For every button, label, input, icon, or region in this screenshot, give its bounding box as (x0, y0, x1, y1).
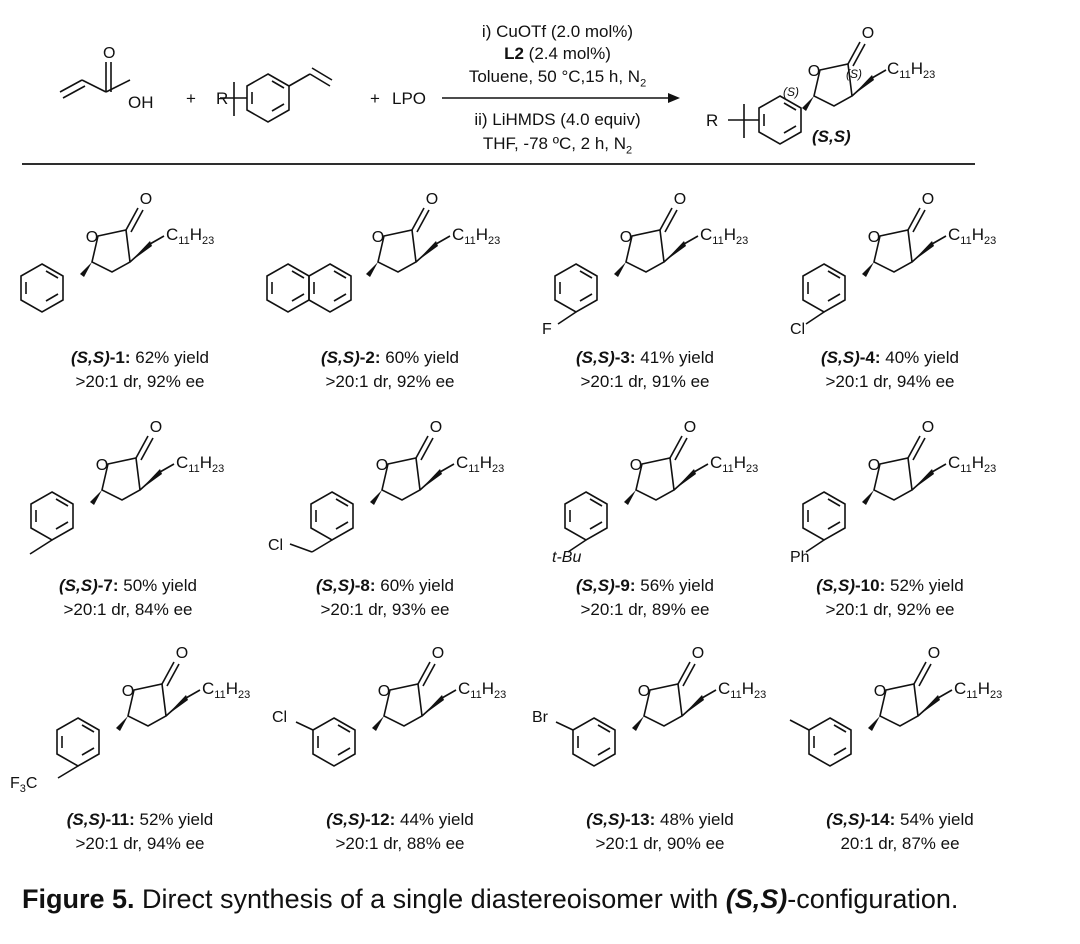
svg-text:O: O (684, 419, 696, 436)
svg-text:O: O (122, 683, 134, 700)
svg-text:O: O (808, 63, 820, 80)
svg-text:O: O (928, 645, 940, 662)
condition-step2-solvent: THF, -78 ºC, 2 h, N2 (482, 134, 633, 157)
product-structure-12: O O C11H23 (789, 645, 1002, 767)
styrene-r-label: R (216, 89, 228, 108)
product-structure-1: O O C11H23 (20, 191, 214, 313)
svg-text:O: O (922, 191, 934, 208)
compound-label-11: (S,S)-11: 52% yield >20:1 dr, 94% ee (66, 810, 214, 853)
svg-text:O: O (376, 457, 388, 474)
svg-text:C11H23: C11H23 (456, 453, 504, 475)
svg-text:C11H23: C11H23 (176, 453, 224, 475)
svg-text:O: O (430, 419, 442, 436)
svg-text:O: O (868, 229, 880, 246)
svg-text:O: O (372, 229, 384, 246)
caption-config: (S,S) (725, 884, 788, 914)
svg-text:C11H23: C11H23 (452, 225, 500, 247)
product-structure-2: O O C11H23 (266, 191, 500, 313)
compound-label-1: (S,S)-1: 62% yield >20:1 dr, 92% ee (71, 348, 209, 391)
compound-label-14: (S,S)-14: 54% yield 20:1 dr, 87% ee (826, 810, 974, 853)
svg-text:C11H23: C11H23 (948, 225, 996, 247)
condition-step1-solvent: Toluene, 50 °C,15 h, N2 (468, 67, 647, 90)
scheme-product-structure: O O (728, 25, 887, 145)
svg-text:F3C: F3C (10, 775, 37, 795)
svg-text:O: O (96, 457, 108, 474)
svg-text:Cl: Cl (268, 537, 283, 554)
compound-label-8: (S,S)-8: 60% yield >20:1 dr, 93% ee (316, 576, 454, 619)
compound-label-7: (S,S)-7: 50% yield >20:1 dr, 84% ee (59, 576, 197, 619)
carbonyl-o-label: O (103, 45, 115, 62)
svg-text:Cl: Cl (272, 709, 287, 726)
svg-text:C11H23: C11H23 (202, 679, 250, 701)
svg-text:O: O (638, 683, 650, 700)
condition-step1-catalyst: i) CuOTf (2.0 mol%) (481, 22, 634, 41)
svg-text:O: O (426, 191, 438, 208)
compound-label-13: (S,S)-13: 48% yield >20:1 dr, 90% ee (586, 810, 734, 853)
compound-label-3: (S,S)-3: 41% yield >20:1 dr, 91% ee (576, 348, 714, 391)
svg-text:O: O (862, 25, 874, 42)
compound-label-12: (S,S)-12: 44% yield >20:1 dr, 88% ee (326, 810, 474, 853)
svg-text:O: O (868, 457, 880, 474)
svg-text:C11H23: C11H23 (710, 453, 758, 475)
svg-text:O: O (378, 683, 390, 700)
condition-step1-ligand-line: L2 (2.4 mol%) (430, 44, 685, 64)
plus-sign-1: + (186, 89, 196, 108)
svg-text:F: F (542, 321, 552, 338)
product-structure-7: O O C11H23 t-Bu (552, 419, 758, 566)
stereo-center-b: (S) (846, 67, 862, 81)
svg-text:t-Bu: t-Bu (552, 549, 581, 566)
svg-text:O: O (630, 457, 642, 474)
svg-text:C11H23: C11H23 (166, 225, 214, 247)
svg-text:Br: Br (532, 709, 549, 726)
svg-text:C11H23: C11H23 (954, 679, 1002, 701)
svg-text:C11H23: C11H23 (718, 679, 766, 701)
ligand-name: L2 (504, 44, 524, 63)
product-chain-label: C11H23 (887, 59, 935, 81)
ligand-amount: (2.4 mol%) (523, 44, 611, 63)
figure-caption: Figure 5. Direct synthesis of a single d… (22, 884, 959, 914)
svg-text:C11H23: C11H23 (948, 453, 996, 475)
svg-text:O: O (922, 419, 934, 436)
compound-label-2: (S,S)-2: 60% yield >20:1 dr, 92% ee (321, 348, 459, 391)
reaction-arrowhead (668, 93, 680, 103)
figure-caption-label: Figure 5. (22, 884, 135, 914)
svg-text:O: O (692, 645, 704, 662)
condition-step2-base: ii) LiHMDS (4.0 equiv) (474, 110, 641, 129)
acid-oh-label: OH (128, 93, 154, 112)
svg-text:O: O (620, 229, 632, 246)
svg-text:O: O (874, 683, 886, 700)
compound-label-4: (S,S)-4: 40% yield >20:1 dr, 94% ee (821, 348, 959, 391)
product-r-label: R (706, 111, 718, 130)
styrene-structure (220, 67, 333, 123)
compound-label-10: (S,S)-10: 52% yield >20:1 dr, 92% ee (816, 576, 964, 619)
svg-text:O: O (140, 191, 152, 208)
svg-text:Cl: Cl (790, 321, 805, 338)
acrylic-acid-structure: O OH (59, 45, 154, 112)
compound-label-9: (S,S)-9: 56% yield >20:1 dr, 89% ee (576, 576, 714, 619)
svg-text:O: O (432, 645, 444, 662)
svg-text:C11H23: C11H23 (700, 225, 748, 247)
svg-text:O: O (150, 419, 162, 436)
product-structure-5: O O C11H23 (29, 419, 224, 555)
svg-text:Ph: Ph (790, 549, 810, 566)
product-stereo-label: (S,S) (812, 127, 851, 146)
stereo-center-a: (S) (783, 85, 799, 99)
svg-text:O: O (86, 229, 98, 246)
plus-sign-2: + (370, 89, 380, 108)
svg-text:O: O (674, 191, 686, 208)
svg-text:O: O (176, 645, 188, 662)
lpo-label: LPO (392, 89, 426, 108)
svg-text:C11H23: C11H23 (458, 679, 506, 701)
